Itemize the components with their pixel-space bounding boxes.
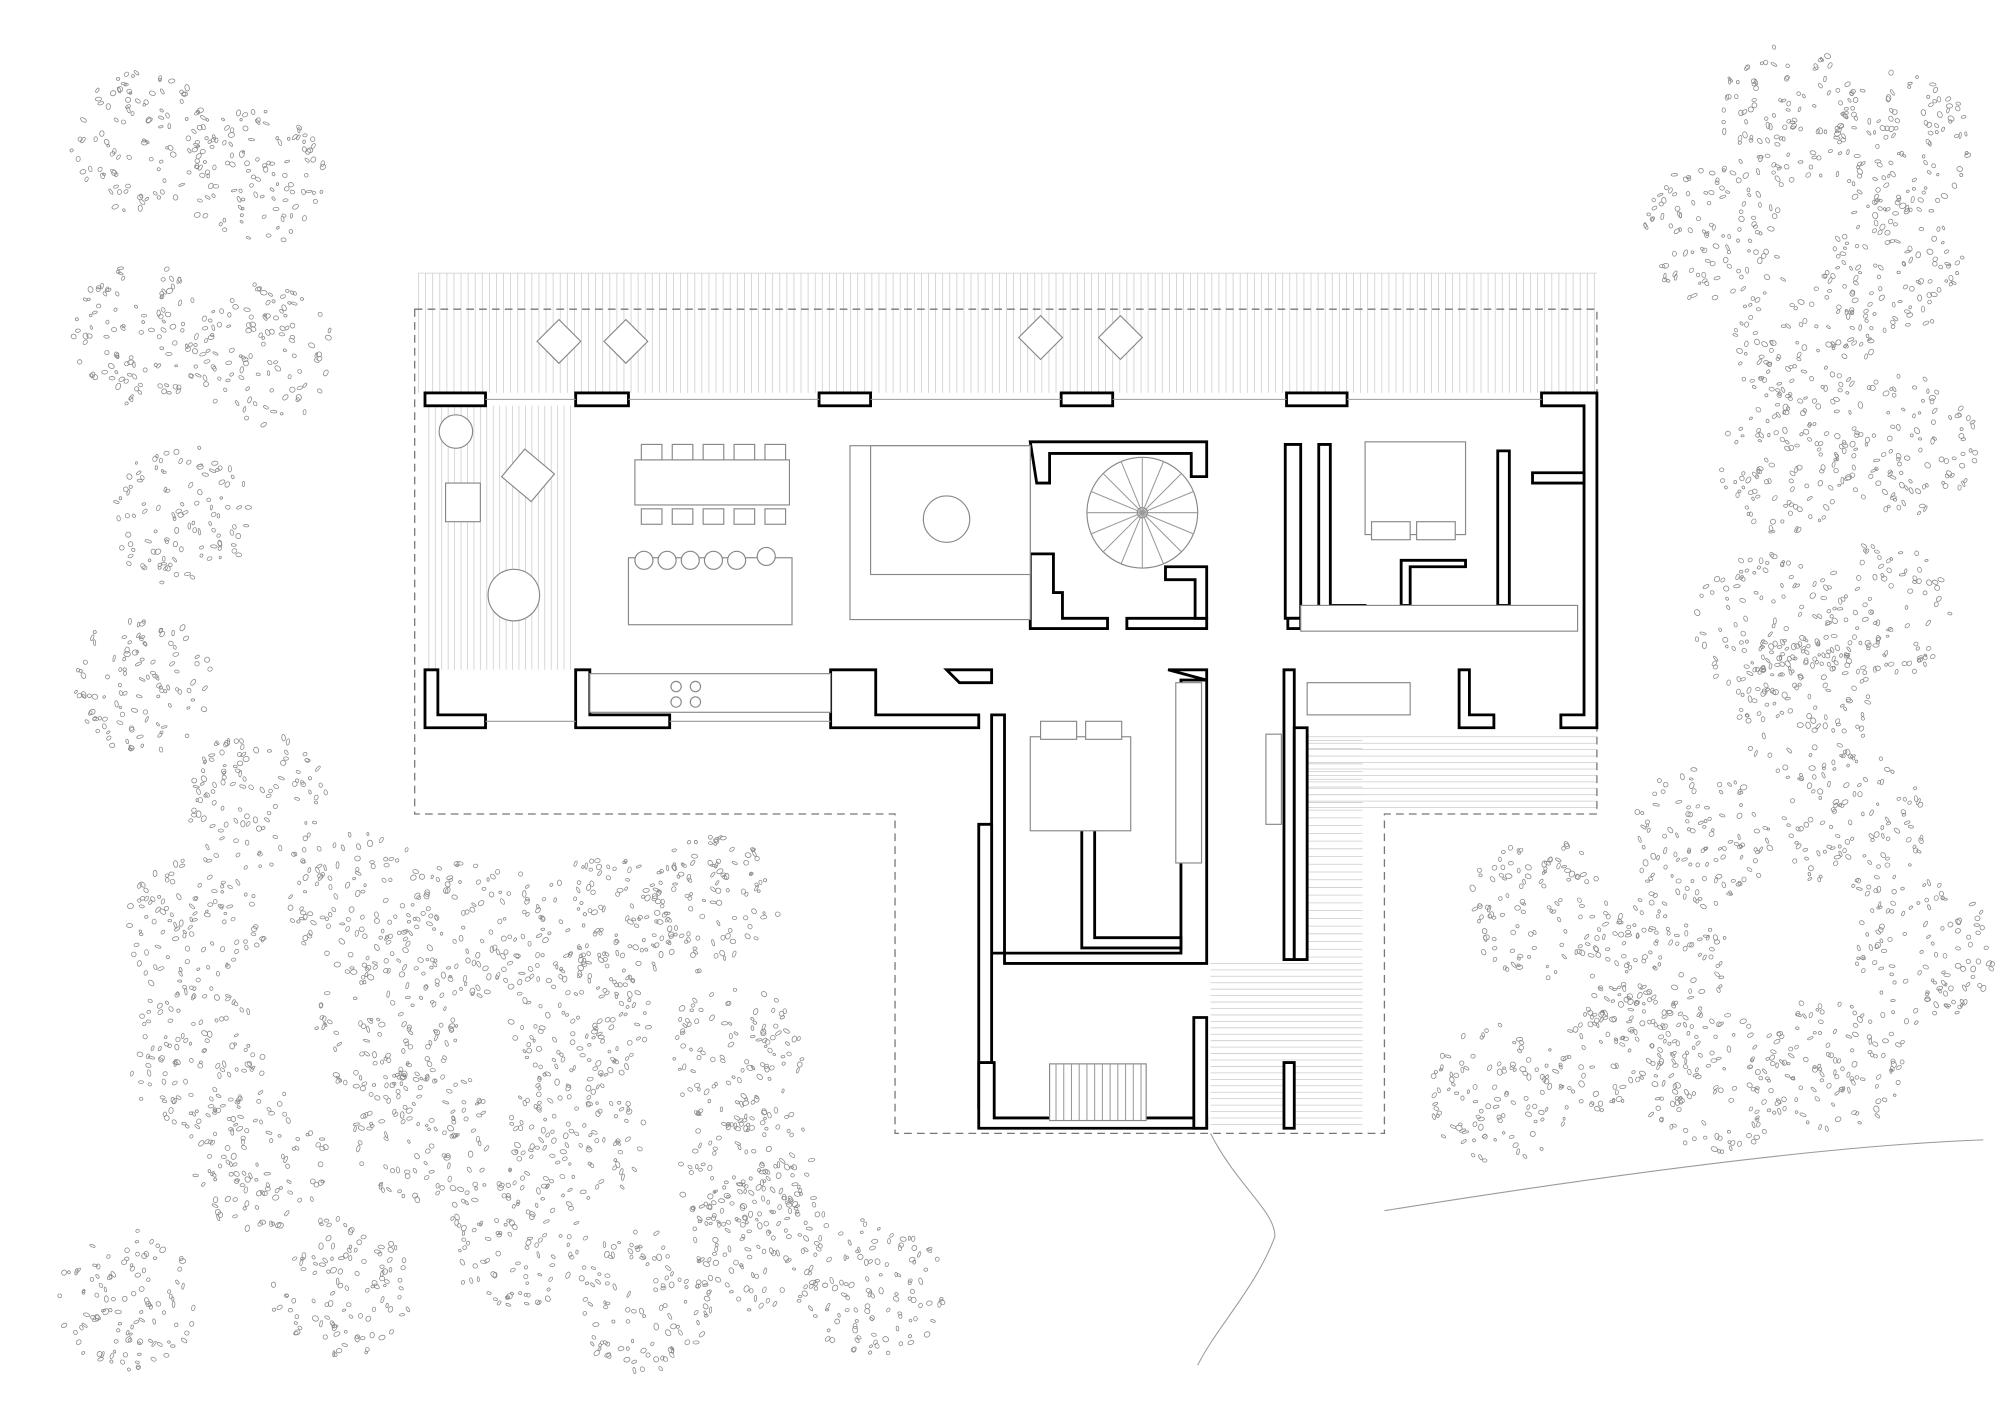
- stair-tread: [1090, 491, 1143, 514]
- tree-canopy: [1558, 983, 1699, 1118]
- outdoor-chair: [536, 318, 582, 365]
- tree-canopy: [194, 109, 326, 243]
- decking: [418, 272, 1597, 1125]
- stair-tread: [1141, 473, 1182, 514]
- stair-tread: [1141, 512, 1182, 553]
- stair-tread: [1142, 491, 1194, 514]
- tree-canopy: [1835, 373, 1978, 516]
- tree-canopy: [1781, 753, 1924, 897]
- stair-tread: [1090, 512, 1143, 535]
- stair-tread: [1141, 461, 1164, 513]
- round-table: [487, 568, 541, 622]
- tree-canopy: [57, 1228, 196, 1372]
- dining-chair: [702, 508, 725, 525]
- bed: [1364, 441, 1467, 536]
- tree-canopy: [1721, 44, 1859, 188]
- footpath-east: [1384, 1139, 1984, 1212]
- tree-canopy: [678, 1094, 816, 1236]
- bed: [1029, 736, 1132, 832]
- dining-chair: [702, 443, 725, 461]
- tree-canopy: [314, 958, 458, 1104]
- bar-stool: [680, 550, 700, 570]
- stair: [1049, 1063, 1147, 1122]
- tree-canopy: [1719, 392, 1858, 534]
- bench: [1265, 733, 1282, 825]
- stair-tread: [1120, 512, 1143, 565]
- bar-stool: [727, 550, 747, 570]
- tree-canopy: [1809, 543, 1953, 676]
- tree-canopy: [1855, 879, 1995, 1025]
- furniture: [438, 314, 1579, 1122]
- tree-canopy: [352, 1061, 490, 1204]
- tree-canopy: [1764, 1000, 1905, 1132]
- tree-canopy: [192, 282, 332, 428]
- tree-canopy: [69, 70, 215, 212]
- tree-canopy: [803, 1218, 946, 1356]
- tree-canopy: [1732, 274, 1875, 411]
- stair-tread: [1141, 512, 1164, 565]
- tree-canopy: [1634, 767, 1773, 910]
- tree-canopy: [188, 734, 328, 870]
- kitchen-counter: [589, 673, 832, 713]
- lounge-chair: [500, 448, 556, 503]
- tree-canopy: [1469, 841, 1609, 981]
- coffee-table: [922, 495, 971, 543]
- tree-canopy: [1643, 165, 1781, 301]
- tree-canopy: [1827, 69, 1972, 215]
- tree-canopy: [70, 266, 215, 406]
- dining-chair: [733, 508, 756, 525]
- bar-stool: [657, 550, 677, 570]
- tree-canopy: [1589, 891, 1727, 1031]
- dining-chair: [733, 443, 756, 461]
- dining-chair: [671, 508, 694, 525]
- tree-canopy: [637, 834, 781, 974]
- tree-canopy: [578, 1229, 714, 1374]
- stair-tread: [1102, 473, 1143, 514]
- tree-canopy: [1736, 639, 1872, 781]
- tree-canopy: [287, 831, 431, 975]
- windows: [485, 398, 1542, 722]
- tree-canopy: [535, 858, 678, 999]
- stair-tread: [1142, 512, 1194, 535]
- tree-canopy: [1694, 552, 1838, 697]
- outdoor-chair: [603, 318, 649, 365]
- tree-canopy: [672, 987, 805, 1130]
- tree-canopy: [1821, 196, 1965, 334]
- tree-canopy: [270, 1216, 411, 1358]
- tree-canopy: [1430, 1022, 1572, 1163]
- tree-canopy: [129, 986, 266, 1129]
- tree-canopy: [692, 1169, 829, 1312]
- plant-pot: [438, 414, 474, 449]
- lounge-chair: [445, 482, 481, 523]
- bar-stool: [634, 550, 654, 570]
- dining-chair: [764, 443, 787, 461]
- dining-chair: [640, 508, 663, 525]
- outdoor-chair: [1017, 314, 1064, 361]
- tree-canopy: [74, 618, 213, 753]
- stair-tread: [1120, 461, 1143, 513]
- tree-canopy: [113, 445, 252, 585]
- stair-tread: [1102, 512, 1143, 553]
- outdoor-chair: [1097, 314, 1144, 361]
- bar-stool: [703, 550, 724, 570]
- tree-canopy: [1650, 1012, 1787, 1154]
- tree-canopy: [189, 1090, 329, 1232]
- footpath: [1197, 1133, 1276, 1366]
- trees: [57, 44, 1995, 1374]
- dining-chair: [640, 443, 663, 461]
- spiral-staircase: [1086, 456, 1199, 569]
- roof-outline: [414, 308, 1598, 1135]
- tree-canopy: [450, 1167, 589, 1307]
- tree-canopy: [508, 1065, 647, 1200]
- tree-canopy: [126, 857, 267, 1001]
- tree-canopy: [405, 861, 549, 998]
- dining-chair: [764, 508, 787, 525]
- bar-stool: [756, 546, 776, 567]
- dining-table: [634, 459, 791, 506]
- dining-chair: [671, 443, 694, 461]
- tree-canopy: [507, 944, 652, 1086]
